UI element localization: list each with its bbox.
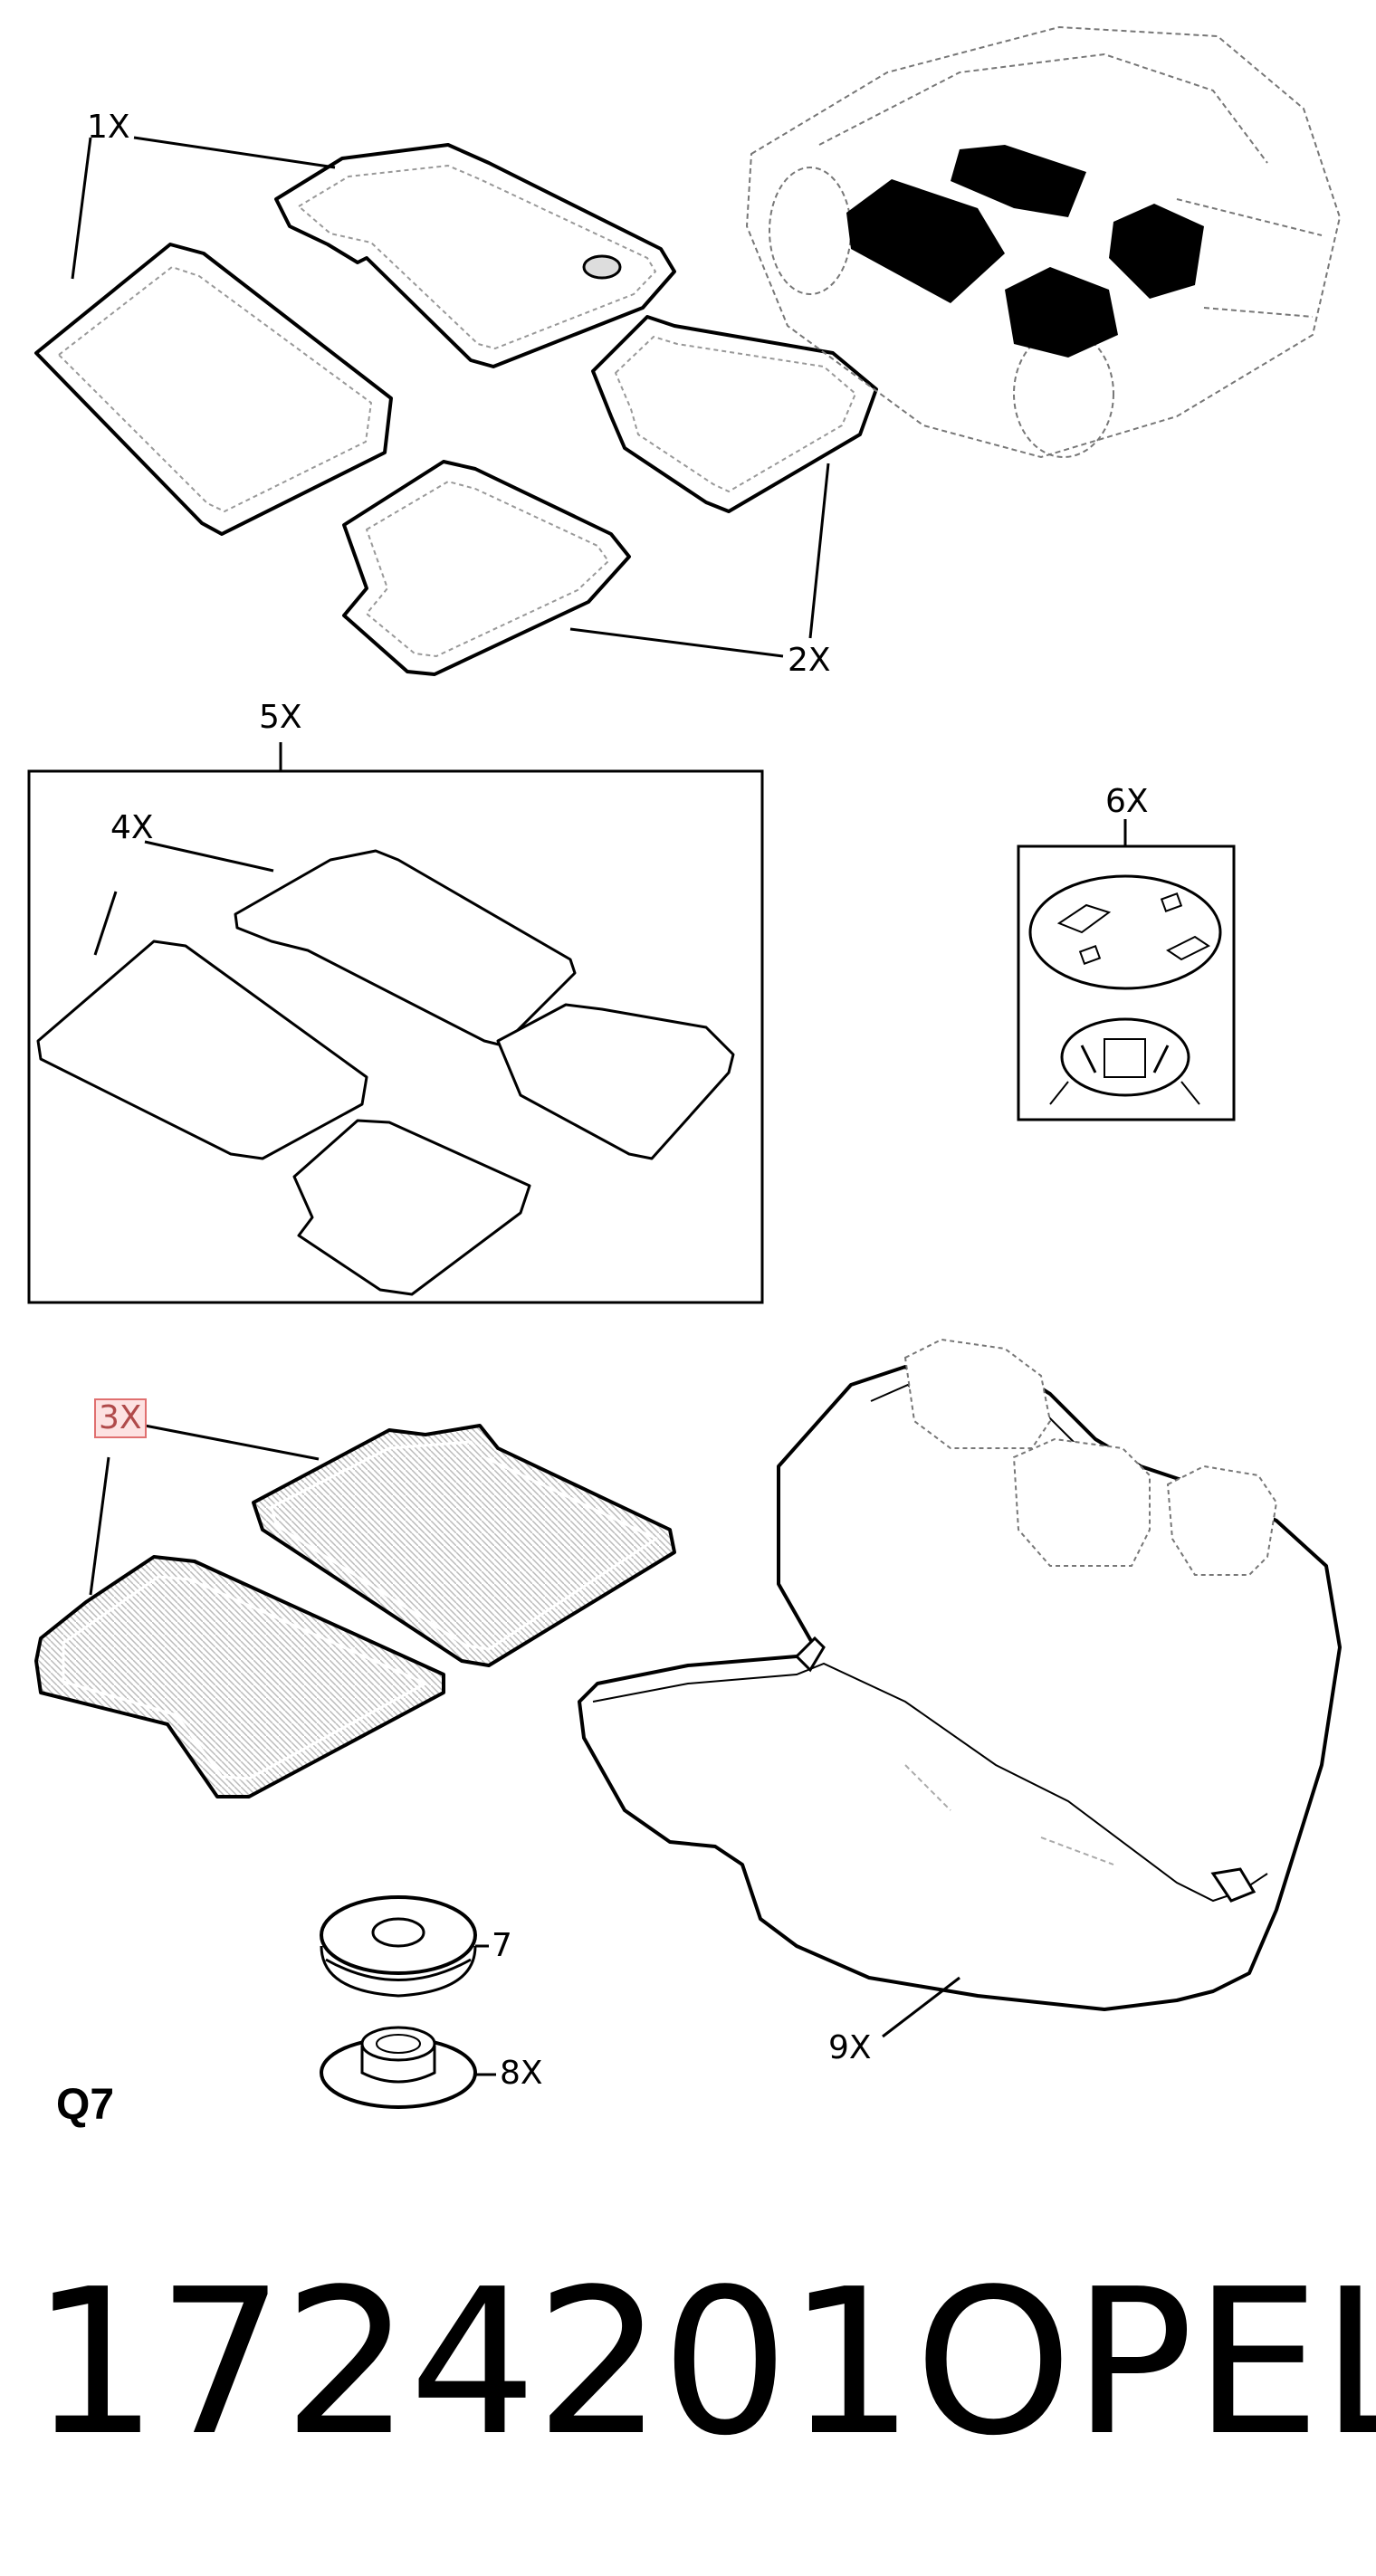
seat-cover-9x bbox=[578, 1338, 1342, 2011]
clip-box-6x bbox=[1017, 819, 1236, 1121]
boxed-mat-front-right bbox=[234, 849, 577, 1047]
boxed-mat-rear-right bbox=[496, 1003, 735, 1160]
brand-name: OPEL bbox=[914, 2247, 1376, 2480]
front-mat-right bbox=[274, 143, 676, 368]
callout-3x: 3X bbox=[94, 1398, 147, 1438]
rear-mat-left bbox=[342, 460, 631, 676]
callout-4x: 4X bbox=[110, 809, 154, 846]
callout-2x: 2X bbox=[788, 642, 831, 679]
leader-lines-top bbox=[71, 136, 830, 658]
diagram-code: Q7 bbox=[56, 2081, 115, 2129]
callout-9x: 9X bbox=[828, 2029, 872, 2066]
grommet-8x bbox=[320, 2026, 477, 2109]
set-box-5x bbox=[27, 742, 764, 1304]
callout-1x: 1X bbox=[87, 109, 130, 146]
front-mat-left bbox=[34, 243, 393, 536]
mats-3x bbox=[34, 1424, 676, 1798]
leader-lines-3x bbox=[89, 1424, 320, 1596]
rear-mat-right bbox=[591, 315, 878, 513]
textured-mat-front bbox=[34, 1555, 445, 1798]
callout-5x: 5X bbox=[259, 699, 302, 736]
textured-mat-back bbox=[252, 1424, 676, 1667]
callout-6x: 6X bbox=[1105, 783, 1149, 820]
callout-8x: 8X bbox=[500, 2055, 543, 2092]
boxed-mat-rear-left bbox=[292, 1119, 531, 1296]
callout-7: 7 bbox=[492, 1927, 512, 1964]
boxed-mat-front-left bbox=[36, 940, 368, 1160]
grommet-7 bbox=[320, 1895, 477, 1998]
parts-diagram bbox=[27, 25, 1342, 2109]
car-mat-highlights bbox=[846, 145, 1204, 358]
part-number: 1724201 bbox=[31, 2247, 915, 2480]
leader-line-9x bbox=[882, 1976, 960, 2038]
